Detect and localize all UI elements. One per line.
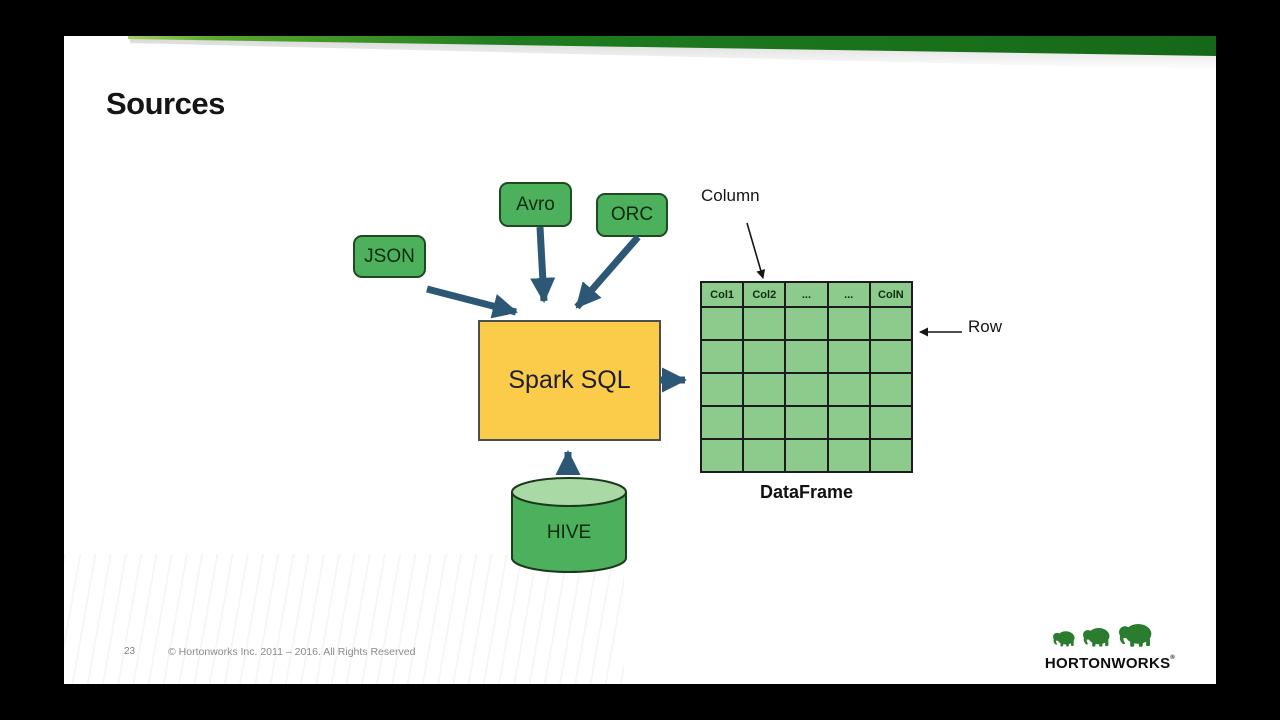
dataframe-cell bbox=[784, 405, 829, 440]
dataframe-row bbox=[699, 438, 914, 473]
presentation-slide: Sources JSON Avro ORC Spark SQL HIVE Col… bbox=[64, 36, 1216, 684]
row-annotation: Row bbox=[968, 317, 1003, 336]
source-box-json: JSON bbox=[353, 235, 426, 278]
source-box-orc: ORC bbox=[596, 193, 668, 237]
dataframe-column-header: ... bbox=[826, 281, 871, 308]
source-box-avro-label: Avro bbox=[516, 193, 555, 215]
dataframe-cell bbox=[784, 438, 829, 473]
dataframe-cell bbox=[868, 405, 914, 440]
arrow-orc-to-spark bbox=[574, 234, 641, 310]
dataframe-row bbox=[699, 306, 914, 341]
dataframe-cell bbox=[826, 306, 871, 341]
dataframe-cell bbox=[699, 405, 745, 440]
dataframe-column-header: Col2 bbox=[742, 281, 787, 308]
dataframe-cell bbox=[699, 306, 745, 341]
source-box-json-label: JSON bbox=[364, 245, 415, 267]
hortonworks-logo: HORTONWORKS® bbox=[1042, 616, 1178, 672]
dataframe-cell bbox=[742, 405, 787, 440]
dataframe-row bbox=[699, 339, 914, 374]
dataframe-row bbox=[699, 405, 914, 440]
spark-sql-box: Spark SQL bbox=[478, 320, 661, 441]
dataframe-column-header: ... bbox=[784, 281, 829, 308]
dataframe-cell bbox=[742, 372, 787, 407]
dataframe-cell bbox=[784, 372, 829, 407]
slide-title: Sources bbox=[106, 86, 225, 121]
column-annotation: Column bbox=[701, 186, 760, 205]
arrow-column-pointer bbox=[746, 222, 766, 279]
dataframe-cell bbox=[868, 339, 914, 374]
dataframe-cell bbox=[826, 405, 871, 440]
source-box-avro: Avro bbox=[499, 182, 572, 227]
registered-mark: ® bbox=[1170, 655, 1176, 661]
dataframe-column-header: ColN bbox=[868, 281, 914, 308]
hive-label: HIVE bbox=[547, 522, 591, 543]
dataframe-row bbox=[699, 372, 914, 407]
arrow-avro-to-spark bbox=[530, 226, 556, 304]
dataframe-cell bbox=[826, 372, 871, 407]
hive-cylinder: HIVE bbox=[511, 477, 627, 573]
watermark-stripes bbox=[64, 554, 624, 684]
dataframe-cell bbox=[826, 438, 871, 473]
dataframe-cell bbox=[742, 306, 787, 341]
dataframe-cell bbox=[699, 438, 745, 473]
green-swoosh-banner bbox=[128, 36, 1216, 70]
dataframe-cell bbox=[784, 339, 829, 374]
dataframe-cell bbox=[826, 339, 871, 374]
dataframe-column-header: Col1 bbox=[699, 281, 745, 308]
dataframe-caption: DataFrame bbox=[759, 482, 854, 502]
dataframe-cell bbox=[868, 306, 914, 341]
page-number: 23 bbox=[124, 646, 136, 657]
three-elephants-icon bbox=[1053, 623, 1152, 647]
arrow-json-to-spark bbox=[426, 285, 519, 319]
spark-sql-label: Spark SQL bbox=[508, 366, 631, 394]
dataframe-cell bbox=[699, 339, 745, 374]
hortonworks-wordmark: HORTONWORKS® bbox=[1044, 655, 1176, 672]
dataframe-cell bbox=[868, 438, 914, 473]
dataframe-cell bbox=[699, 372, 745, 407]
dataframe-cell bbox=[868, 372, 914, 407]
dataframe-cell bbox=[742, 438, 787, 473]
source-box-orc-label: ORC bbox=[610, 204, 654, 225]
dataframe-cell bbox=[742, 339, 787, 374]
copyright-text: © Hortonworks Inc. 2011 – 2016. All Righ… bbox=[168, 646, 416, 658]
dataframe-cell bbox=[784, 306, 829, 341]
